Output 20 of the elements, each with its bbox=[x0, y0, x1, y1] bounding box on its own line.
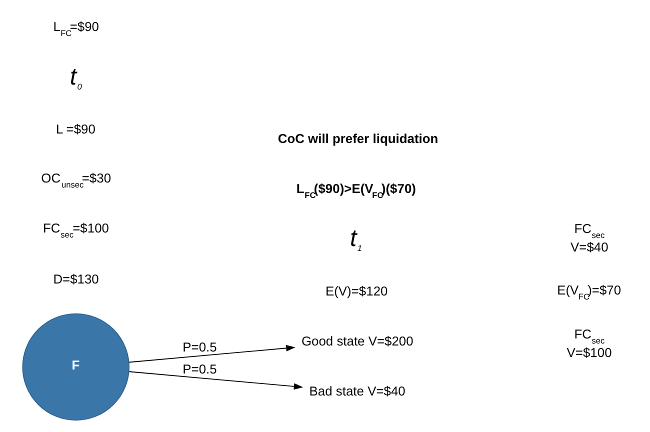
label: FC$_{sec}$ V=$100 bbox=[566, 326, 612, 360]
label: D=$130 bbox=[52, 271, 98, 286]
node-text: Bad state V=$40 bbox=[308, 383, 405, 398]
label: FC$_{sec}$=$100 bbox=[42, 220, 108, 240]
arrow bbox=[128, 344, 295, 363]
node-circle: F bbox=[22, 313, 129, 421]
label: L =$90 bbox=[55, 122, 95, 137]
label: E(V)=$120 bbox=[325, 283, 388, 298]
edge-label: P=0.5 bbox=[182, 339, 216, 354]
arrow bbox=[128, 371, 303, 390]
node-text: Good state V=$200 bbox=[300, 333, 413, 348]
edge-label: P=0.5 bbox=[182, 362, 216, 377]
label: t$_{0}$ bbox=[69, 63, 82, 92]
label: t$_{1}$ bbox=[350, 225, 362, 254]
label: L$_{FC}$($90)>E(V$_{FC}$)($70) bbox=[296, 180, 416, 200]
label: OC$_{unsec}$=$30 bbox=[40, 170, 111, 190]
label: FC$_{sec}$ V=$40 bbox=[570, 221, 608, 255]
label: E(V$_{FC}$)=$70 bbox=[556, 282, 621, 302]
label: L$_{FC}$=$90 bbox=[52, 19, 99, 38]
label: CoC will prefer liquidation bbox=[277, 130, 438, 146]
